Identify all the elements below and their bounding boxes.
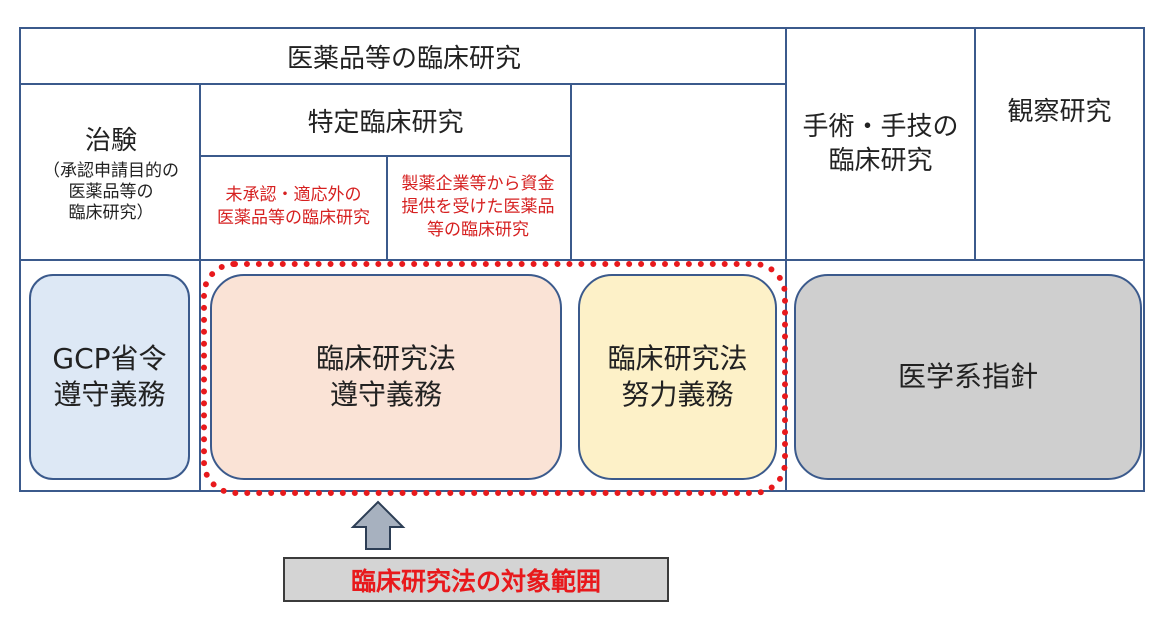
header-pharma-label: 医薬品等の臨床研究	[286, 43, 521, 74]
column-specified-clinical-research: 特定臨床研究	[199, 83, 572, 157]
specified-clinical-research-label: 特定臨床研究	[307, 107, 464, 138]
act-compliance-label: 臨床研究法 遵守義務	[315, 342, 456, 411]
subcell-unapproved-offlabel: 未承認・適応外の 医薬品等の臨床研究	[199, 155, 388, 261]
box-act-compliance: 臨床研究法 遵守義務	[210, 274, 562, 480]
subcell-industry-funded: 製薬企業等から資金 提供を受けた医薬品 等の臨床研究	[386, 155, 572, 261]
gcp-compliance-label: GCP省令 遵守義務	[52, 342, 167, 411]
box-medical-guidelines: 医学系指針	[794, 274, 1142, 480]
clinical-trial-title: 治験	[84, 126, 137, 156]
clinical-trial-note: （承認申請目的の 医薬品等の 臨床研究）	[43, 161, 179, 223]
scope-label-box: 臨床研究法の対象範囲	[283, 557, 669, 602]
row-divider	[19, 259, 1145, 261]
box-act-effort: 臨床研究法 努力義務	[578, 274, 777, 480]
header-surgery-clinical-research: 手術・手技の 臨床研究	[785, 27, 976, 261]
header-observational-label: 観察研究	[1007, 97, 1112, 127]
header-surgery-label: 手術・手技の 臨床研究	[802, 112, 959, 176]
medical-guidelines-label: 医学系指針	[897, 360, 1038, 393]
up-arrow-icon	[350, 500, 406, 550]
header-pharma-clinical-research: 医薬品等の臨床研究	[19, 27, 787, 85]
lower-divider-left	[199, 259, 201, 492]
box-gcp-compliance: GCP省令 遵守義務	[29, 274, 190, 480]
scope-label-text: 臨床研究法の対象範囲	[350, 566, 601, 596]
act-effort-label: 臨床研究法 努力義務	[607, 342, 748, 411]
column-clinical-trial: 治験 （承認申請目的の 医薬品等の 臨床研究）	[19, 83, 201, 261]
unapproved-offlabel-label: 未承認・適応外の 医薬品等の臨床研究	[217, 185, 370, 228]
industry-funded-label: 製薬企業等から資金 提供を受けた医薬品 等の臨床研究	[401, 173, 555, 240]
scope-highlight-dotted	[201, 261, 788, 496]
header-observational-research: 観察研究	[974, 27, 1145, 261]
